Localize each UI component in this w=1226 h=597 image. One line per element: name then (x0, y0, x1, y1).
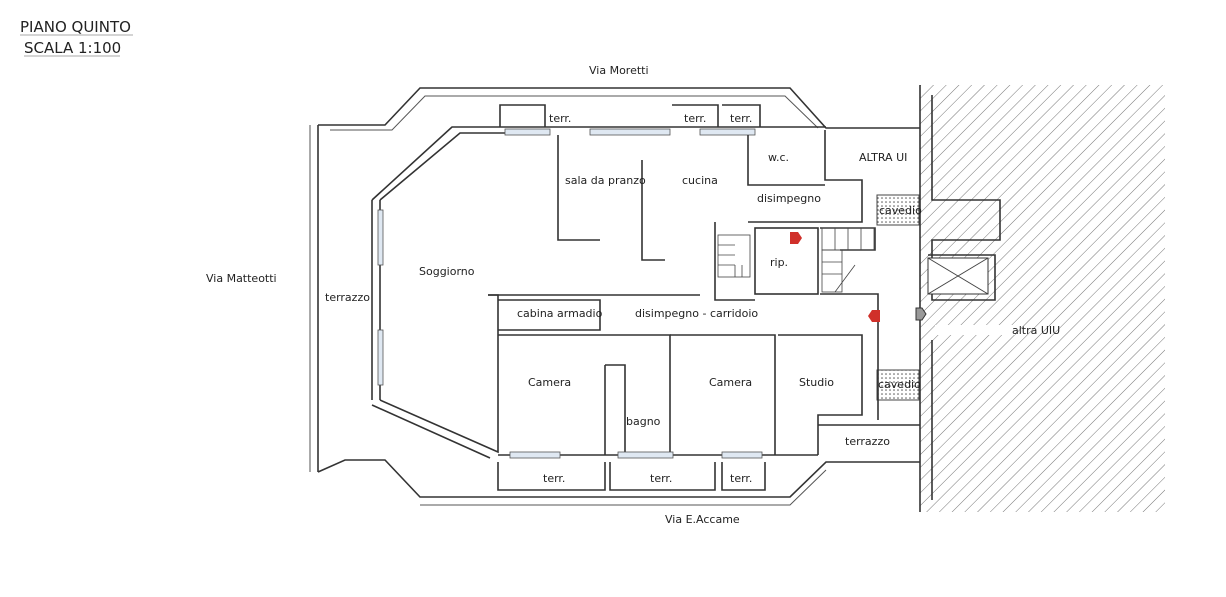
neighbour-unit (919, 85, 1165, 512)
room-label: terr. (684, 112, 706, 125)
room-label: w.c. (768, 151, 789, 164)
room-label: terr. (543, 472, 565, 485)
room-label: Camera (709, 376, 752, 389)
neighbour-entry-arrow-icon (915, 307, 927, 321)
building-perimeter (309, 87, 920, 506)
room-label: terrazzo (845, 435, 890, 448)
room-label: sala da pranzo (565, 174, 646, 187)
room-label: cavedio (878, 378, 921, 391)
street-top: Via Moretti (589, 64, 649, 77)
room-label: cavedio (879, 204, 922, 217)
room-label: terr. (730, 112, 752, 125)
room-label: terr. (650, 472, 672, 485)
room-label: Soggiorno (419, 265, 475, 278)
plan-title: PIANO QUINTO (20, 18, 131, 36)
room-label: cucina (682, 174, 718, 187)
room-label: disimpegno - carridoio (635, 307, 758, 320)
room-label: ALTRA UI (859, 151, 907, 164)
room-label: terr. (730, 472, 752, 485)
entry-arrow-icon (790, 232, 802, 244)
interior-walls (371, 104, 920, 491)
plan-scale: SCALA 1:100 (24, 39, 121, 57)
room-label: terr. (549, 112, 571, 125)
room-label: rip. (770, 256, 788, 269)
room-label: bagno (626, 415, 661, 428)
labels: Via Moretti Via Matteotti Via E.Accame t… (206, 64, 1060, 526)
room-label: altra UIU (1012, 324, 1060, 337)
room-label: Studio (799, 376, 834, 389)
street-left: Via Matteotti (206, 272, 277, 285)
room-label: Camera (528, 376, 571, 389)
staircase (717, 227, 875, 293)
room-label: terrazzo (325, 291, 370, 304)
entry-arrow-icon (868, 310, 880, 322)
street-bottom: Via E.Accame (665, 513, 740, 526)
room-label: disimpegno (757, 192, 821, 205)
room-label: cabina armadio (517, 307, 603, 320)
